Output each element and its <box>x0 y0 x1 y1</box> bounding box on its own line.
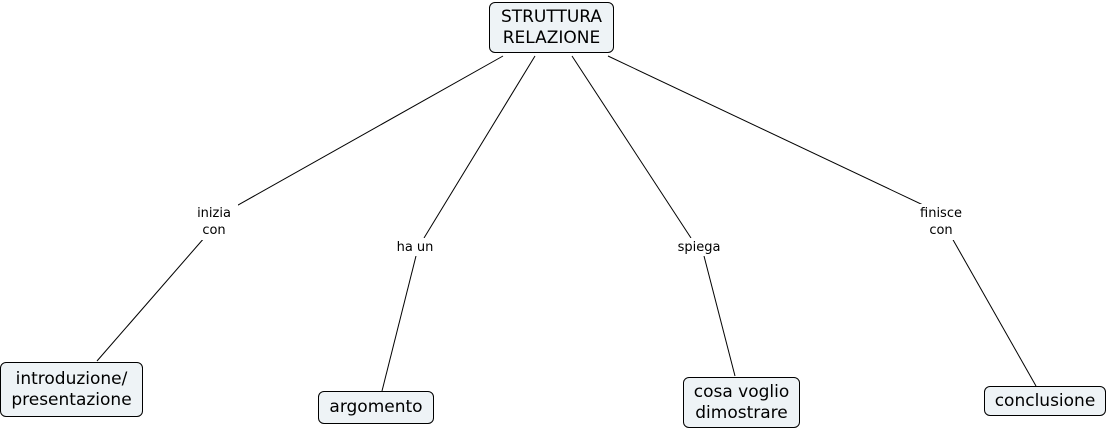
link-label-spiega: spiega <box>670 238 728 256</box>
line-haun-to-argomento <box>381 255 417 392</box>
line-root-to-finisce <box>607 55 941 214</box>
node-argomento[interactable]: argomento <box>318 391 434 424</box>
node-introduzione-presentazione[interactable]: introduzione/ presentazione <box>0 362 143 417</box>
link-label-inizia-con: inizia con <box>190 204 238 240</box>
line-root-to-spiega <box>571 55 692 239</box>
line-root-to-haun <box>423 55 536 239</box>
link-label-ha-un: ha un <box>383 238 447 256</box>
node-conclusione[interactable]: conclusione <box>984 386 1106 416</box>
link-label-finisce-con: finisce con <box>912 204 970 240</box>
node-cosa-voglio-dimostrare[interactable]: cosa voglio dimostrare <box>683 377 800 428</box>
line-finisce-to-conclusione <box>951 237 1037 387</box>
line-inizia-to-introduzione <box>96 236 206 362</box>
line-spiega-to-cosa <box>703 255 736 377</box>
line-root-to-inizia <box>214 55 504 219</box>
node-struttura-relazione[interactable]: STRUTTURA RELAZIONE <box>489 2 614 53</box>
